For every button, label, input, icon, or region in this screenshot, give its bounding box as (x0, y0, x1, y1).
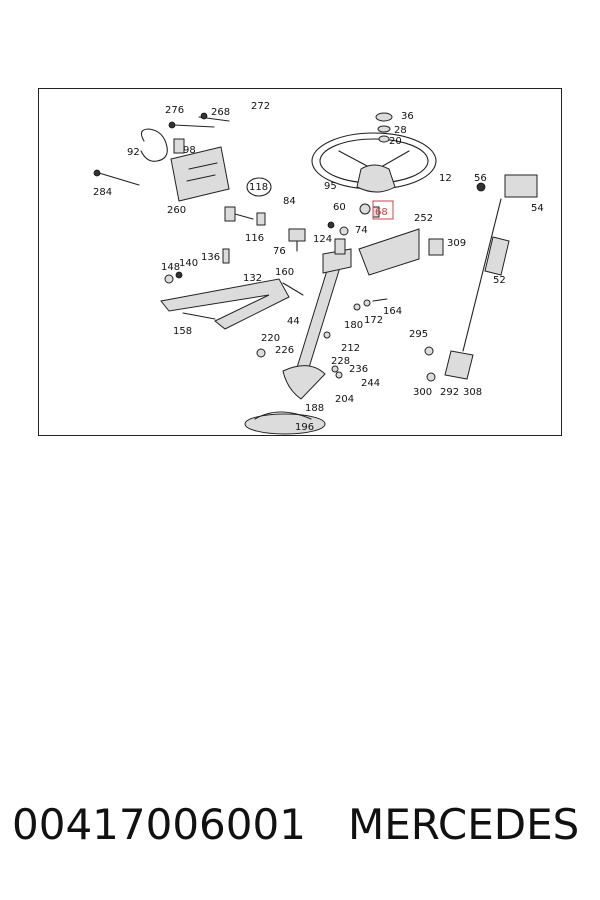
callout-label-260: 260 (167, 205, 186, 216)
callout-label-158: 158 (173, 326, 192, 337)
callout-label-272: 272 (251, 101, 270, 112)
steering-shaft (444, 174, 538, 380)
brand-name: MERCEDES (348, 800, 580, 849)
callout-label-148: 148 (161, 262, 180, 273)
callout-label-76: 76 (273, 246, 286, 257)
highlight-box (372, 200, 394, 220)
part-number: 00417006001 (12, 800, 306, 849)
callout-label-295: 295 (409, 329, 428, 340)
switch-group-118 (224, 177, 306, 252)
callout-label-12: 12 (439, 173, 452, 184)
callout-label-118: 118 (249, 182, 268, 193)
steering-wheel (311, 132, 437, 193)
callout-label-268: 268 (211, 107, 230, 118)
callout-label-56: 56 (474, 173, 487, 184)
callout-label-180: 180 (344, 320, 363, 331)
callout-label-136: 136 (201, 252, 220, 263)
callout-label-92: 92 (127, 147, 140, 158)
callout-label-252: 252 (414, 213, 433, 224)
callout-label-98: 98 (183, 145, 196, 156)
callout-label-116: 116 (245, 233, 264, 244)
callout-label-164: 164 (383, 306, 402, 317)
callout-label-95: 95 (324, 181, 337, 192)
callout-label-196: 196 (295, 422, 314, 433)
callout-label-172: 172 (364, 315, 383, 326)
callout-label-309: 309 (447, 238, 466, 249)
callout-label-74: 74 (355, 225, 368, 236)
callout-label-284: 284 (93, 187, 112, 198)
callout-label-228: 228 (331, 356, 350, 367)
callout-label-308: 308 (463, 387, 482, 398)
callout-label-236: 236 (349, 364, 368, 375)
callout-label-54: 54 (531, 203, 544, 214)
callout-label-226: 226 (275, 345, 294, 356)
column-tube (244, 238, 352, 435)
callout-label-244: 244 (361, 378, 380, 389)
callout-label-204: 204 (335, 394, 354, 405)
callout-label-132: 132 (243, 273, 262, 284)
footer: 00417006001 MERCEDES (0, 800, 600, 864)
callout-label-160: 160 (275, 267, 294, 278)
callout-label-212: 212 (341, 343, 360, 354)
callout-label-140: 140 (179, 258, 198, 269)
callout-label-292: 292 (440, 387, 459, 398)
callout-label-124: 124 (313, 234, 332, 245)
callout-label-84: 84 (283, 196, 296, 207)
callout-label-68: 68 (375, 207, 388, 218)
callout-label-276: 276 (165, 105, 184, 116)
callout-label-60: 60 (333, 202, 346, 213)
lower-bracket (160, 248, 304, 330)
callout-label-52: 52 (493, 275, 506, 286)
callout-label-188: 188 (305, 403, 324, 414)
bracket-assembly (93, 112, 230, 202)
hub-parts (375, 112, 393, 143)
callout-label-220: 220 (261, 333, 280, 344)
callout-label-20: 20 (389, 136, 402, 147)
shroud-bracket (358, 228, 444, 276)
callout-label-44: 44 (287, 316, 300, 327)
callout-label-300: 300 (413, 387, 432, 398)
callout-label-36: 36 (401, 111, 414, 122)
callout-label-28: 28 (394, 125, 407, 136)
